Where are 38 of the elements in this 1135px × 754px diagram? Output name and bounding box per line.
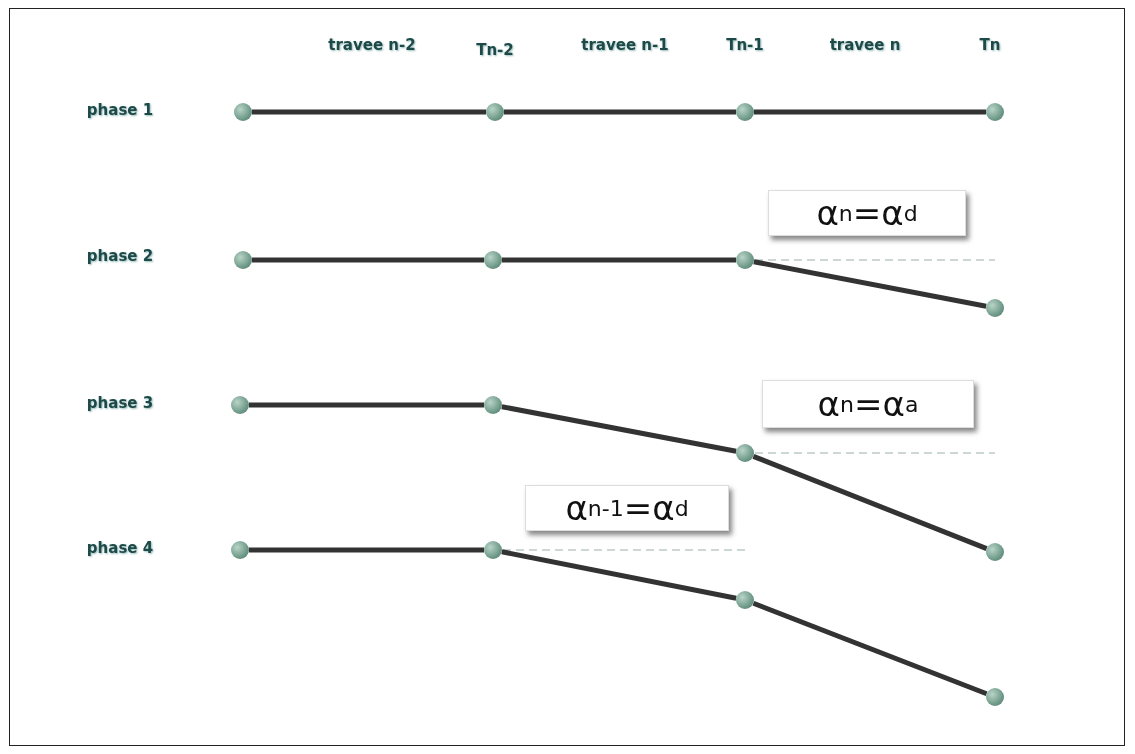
beam-line	[252, 257, 484, 263]
node-dot	[234, 103, 252, 121]
node-dot	[484, 251, 502, 269]
beam-line	[753, 259, 987, 309]
node-dot	[234, 251, 252, 269]
node-dot	[986, 103, 1004, 121]
phase-label: phase 1	[86, 101, 154, 119]
beam-line	[501, 404, 737, 454]
beam-line	[502, 257, 736, 263]
beam-line	[249, 547, 484, 553]
node-dot	[986, 543, 1004, 561]
phase-label: phase 2	[86, 247, 154, 265]
beam-line	[249, 402, 484, 408]
beam-line	[504, 109, 736, 115]
phase-label: phase 4	[86, 539, 154, 557]
beam-line	[754, 109, 986, 115]
node-dot	[486, 103, 504, 121]
node-dot	[736, 444, 754, 462]
node-dot	[736, 103, 754, 121]
span-label: travee n-1	[581, 36, 669, 54]
node-dot	[986, 688, 1004, 706]
support-label: Tn	[979, 36, 1001, 54]
node-dot	[231, 396, 249, 414]
node-dot	[484, 396, 502, 414]
support-label: Tn-1	[726, 36, 764, 54]
node-dot	[736, 591, 754, 609]
node-dot	[484, 541, 502, 559]
node-dot	[986, 299, 1004, 317]
span-label: travee n	[829, 36, 901, 54]
beam-line	[752, 454, 988, 551]
phase-label: phase 3	[86, 394, 154, 412]
beam-line	[252, 109, 486, 115]
node-dot	[736, 251, 754, 269]
beam-line	[752, 600, 988, 697]
node-dot	[231, 541, 249, 559]
beam-line	[501, 549, 737, 601]
support-label: Tn-2	[476, 41, 514, 59]
span-label: travee n-2	[328, 36, 416, 54]
